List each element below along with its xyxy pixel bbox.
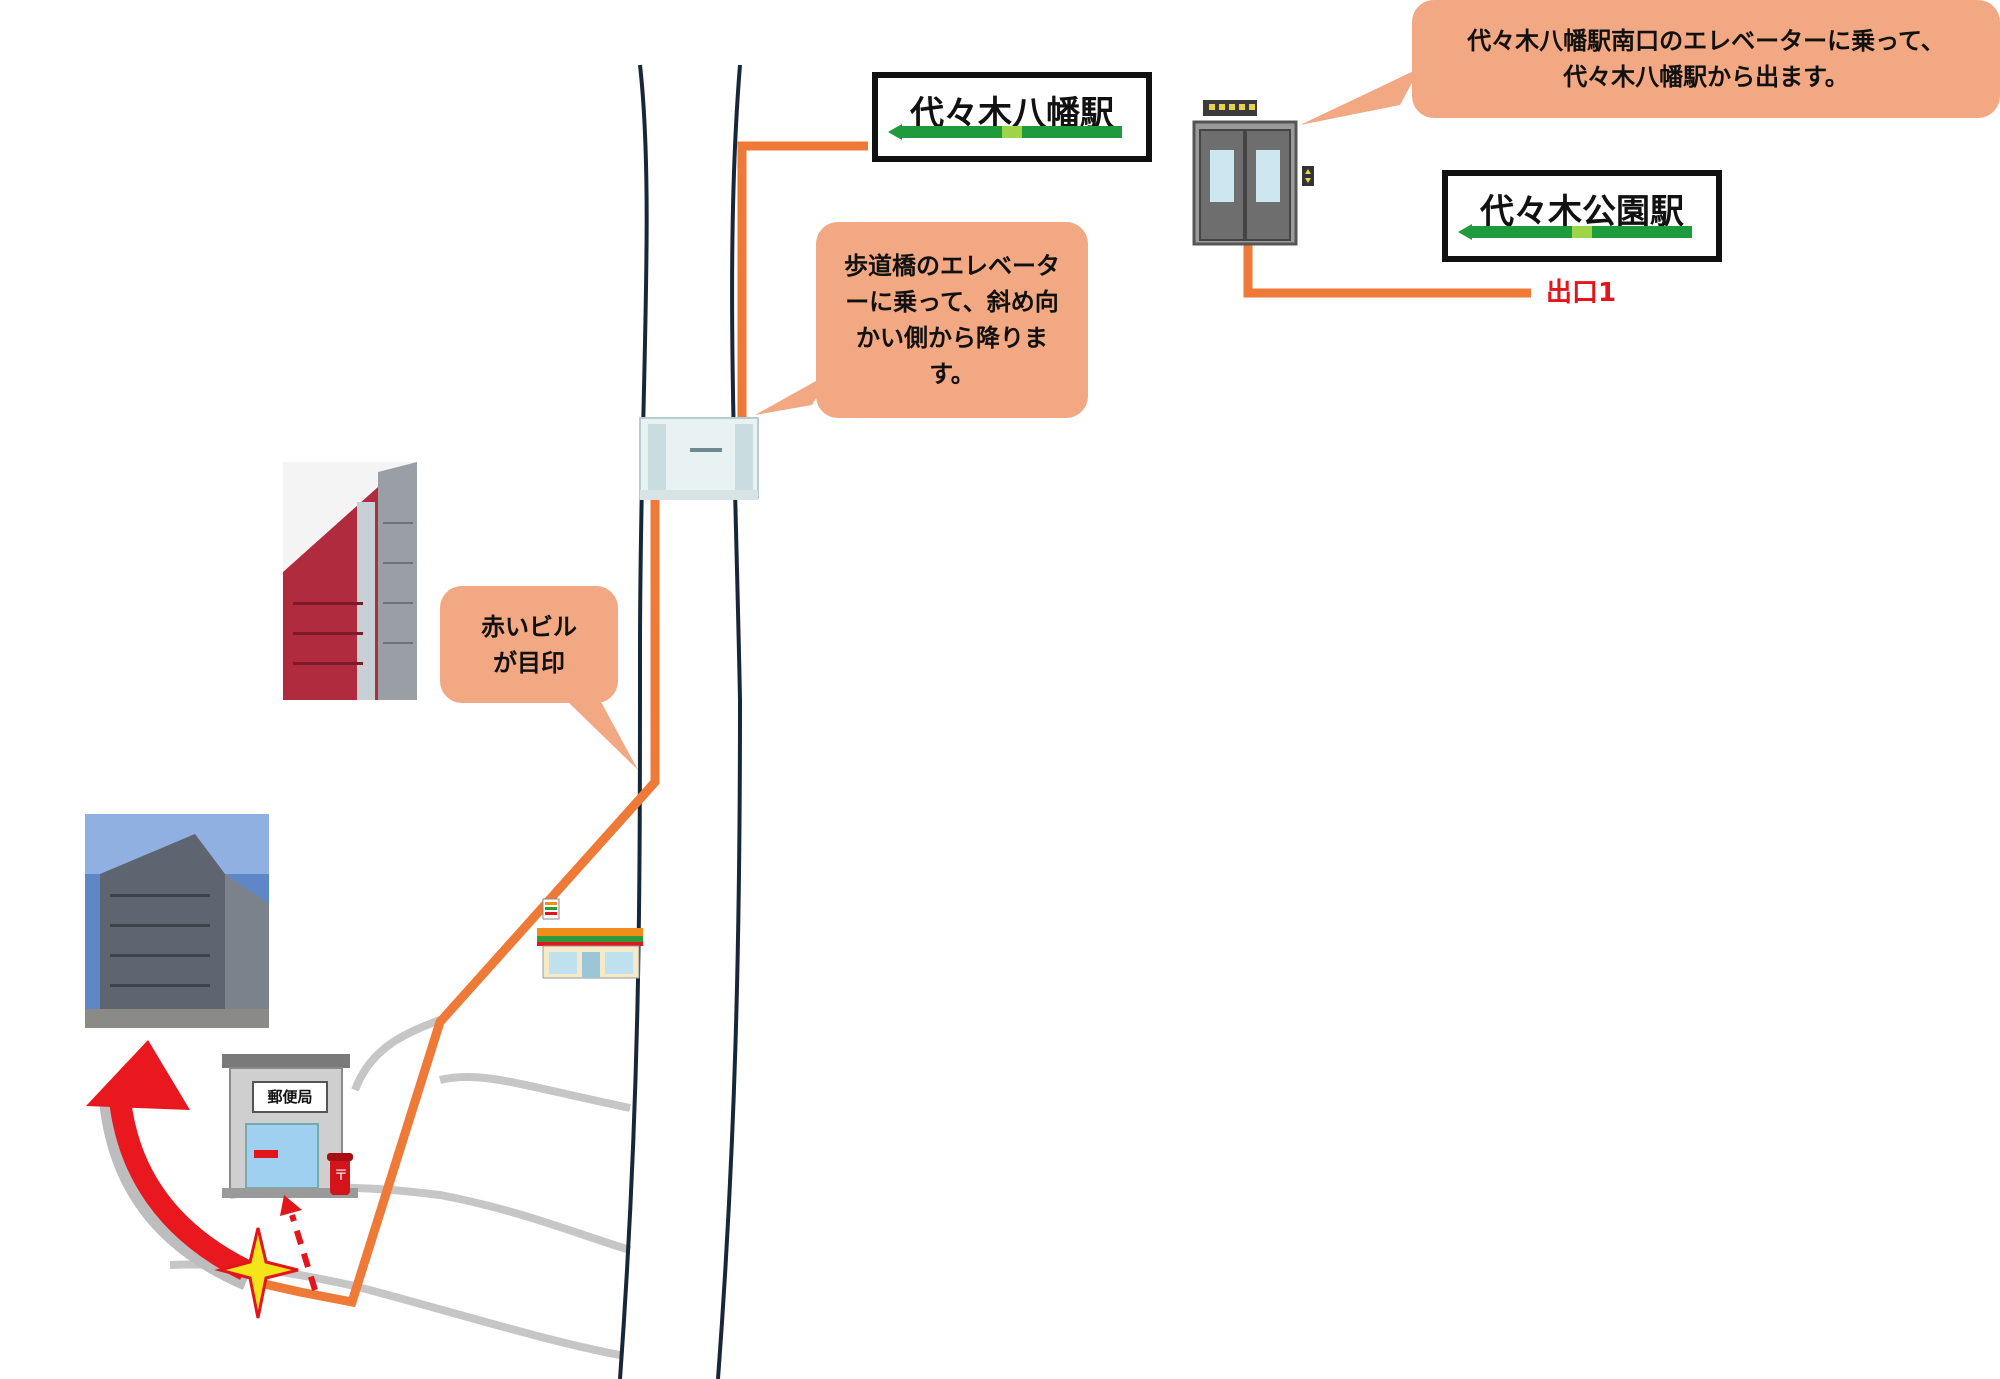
exit-label: 出口1 <box>1546 278 1617 308</box>
side-street <box>351 1016 442 1092</box>
dashed-arrow-icon <box>280 1195 318 1291</box>
main-road-edge-east <box>716 64 743 1379</box>
bubble-tail <box>566 700 638 770</box>
convenience-store-icon <box>537 898 643 979</box>
side-street <box>439 1072 631 1112</box>
svg-text:〒: 〒 <box>334 1168 348 1184</box>
walking-route <box>1243 235 1531 298</box>
rail-line-bar <box>1458 224 1692 240</box>
station-sign-yoyogi-koen: 代々木公園駅 <box>1442 170 1722 262</box>
elevator-icon <box>1192 100 1314 246</box>
red-building-photo <box>283 462 417 700</box>
postbox-icon: 〒 <box>327 1153 353 1195</box>
main-road-edge-west <box>618 64 649 1379</box>
bubble-tail <box>755 372 832 415</box>
walking-route <box>259 141 868 1308</box>
red-arrow-icon <box>86 1040 254 1290</box>
bubble-tail <box>1300 68 1420 125</box>
post-office-sign: 郵便局 <box>252 1081 328 1113</box>
station-sign-yoyogi-hachiman: 代々木八幡駅 <box>872 72 1152 162</box>
rail-line-bar <box>888 124 1122 140</box>
station-name: 代々木公園駅 <box>1480 192 1684 232</box>
star-marker-icon <box>214 1227 299 1319</box>
callout-red-building: 赤いビルが目印 <box>440 586 618 703</box>
callout-elevator-south-exit: 代々木八幡駅南口のエレベーターに乗って、代々木八幡駅から出ます。 <box>1412 0 2000 118</box>
callout-footbridge: 歩道橋のエレベーターに乗って、斜め向かい側から降ります。 <box>816 222 1088 418</box>
footbridge-icon <box>639 417 759 500</box>
destination-building-photo <box>85 814 269 1028</box>
